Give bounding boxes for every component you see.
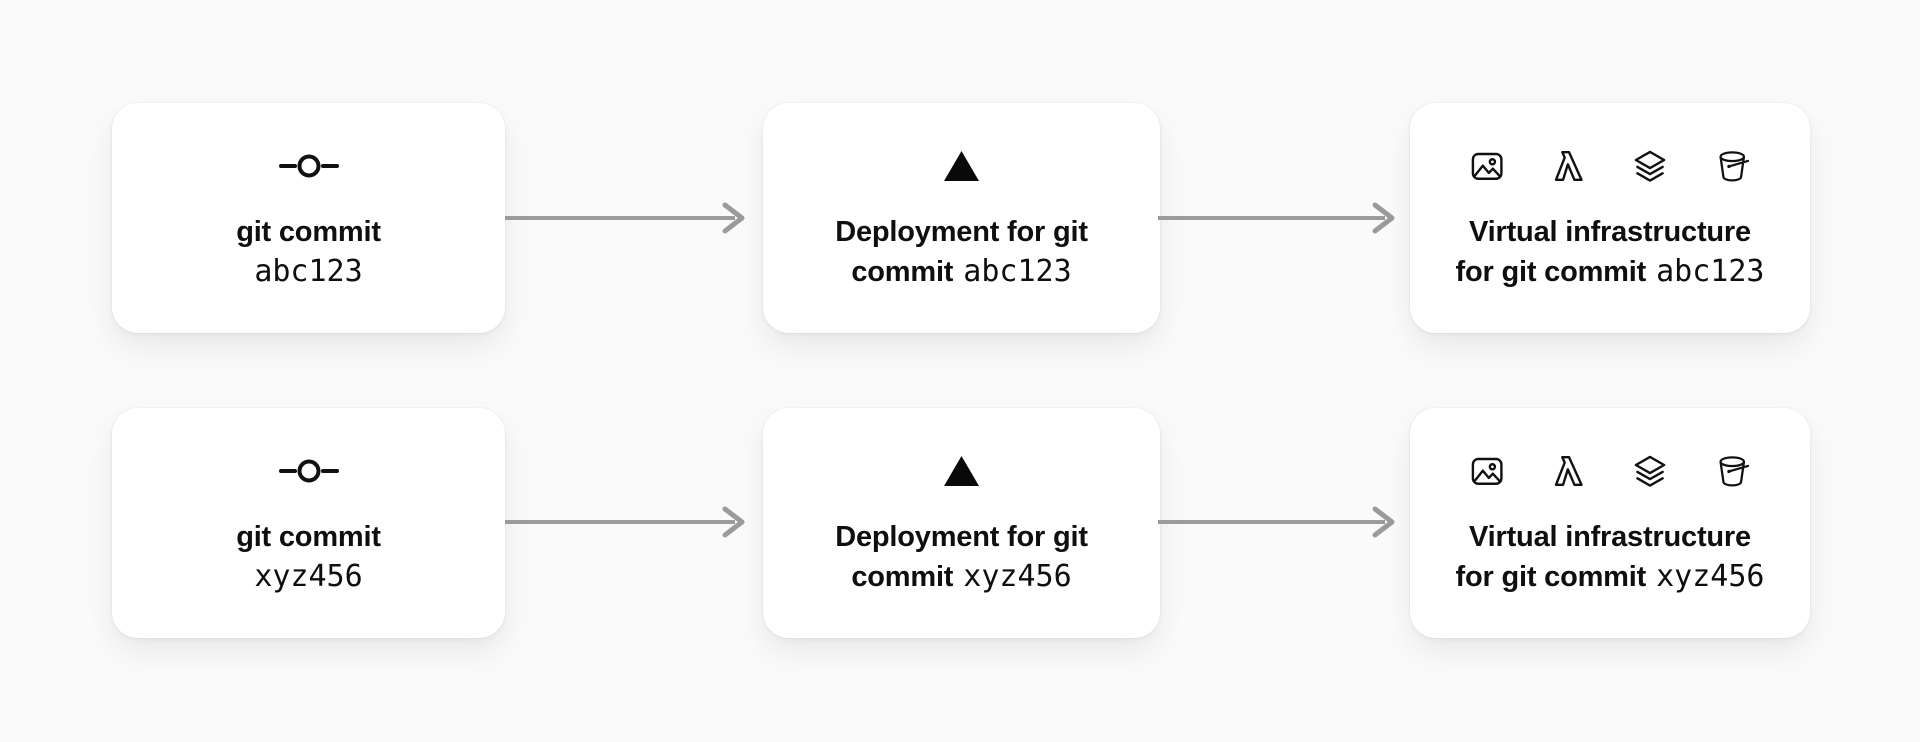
card-label: git commit abc123 [236, 212, 381, 292]
commit-hash: abc123 [1656, 254, 1765, 289]
bucket-icon [1719, 151, 1750, 182]
virtual-infrastructure-card: Virtual infrastructure for git commit abc… [1410, 103, 1810, 333]
git-commit-icon [278, 459, 339, 483]
lambda-icon [1554, 151, 1583, 181]
flow-arrow [1158, 506, 1395, 538]
git-commit-card: git commit xyz456 [112, 408, 505, 638]
card-icon-row [944, 449, 979, 493]
deployment-line2: commit [851, 256, 954, 288]
git-commit-card: git commit abc123 [112, 103, 505, 333]
bucket-icon [1719, 456, 1750, 487]
card-label: Deployment for git commit xyz456 [835, 517, 1088, 597]
image-icon [1471, 457, 1503, 485]
commit-hash: abc123 [963, 254, 1072, 289]
deployment-card: Deployment for git commit xyz456 [763, 408, 1160, 638]
commit-hash: abc123 [254, 254, 363, 289]
card-label: Deployment for git commit abc123 [835, 212, 1088, 292]
git-commit-icon [278, 154, 339, 178]
virtual-infrastructure-card: Virtual infrastructure for git commit xyz… [1410, 408, 1810, 638]
commit-hash: xyz456 [1656, 559, 1765, 594]
card-icon-row [1468, 449, 1752, 493]
layers-icon [1634, 455, 1666, 487]
card-icon-row [1468, 144, 1752, 188]
infra-line2: for git commit [1455, 561, 1647, 593]
commit-hash: xyz456 [963, 559, 1072, 594]
card-icon-row [278, 144, 340, 188]
flow-arrow [505, 506, 745, 538]
infra-line1: Virtual infrastructure [1469, 216, 1751, 248]
commit-hash: xyz456 [254, 559, 363, 594]
deployment-line2: commit [851, 561, 954, 593]
deployment-line1: Deployment for git [835, 521, 1088, 553]
infra-line2: for git commit [1455, 256, 1647, 288]
card-label: Virtual infrastructure for git commit abc… [1456, 212, 1765, 292]
card-icon-row [944, 144, 979, 188]
lambda-icon [1554, 456, 1583, 486]
card-icon-row [278, 449, 340, 493]
vercel-triangle-icon [944, 456, 979, 486]
commit-card-title: git commit [236, 216, 381, 248]
deployment-card: Deployment for git commit abc123 [763, 103, 1160, 333]
layers-icon [1634, 150, 1666, 182]
flow-arrow [1158, 202, 1395, 234]
card-label: Virtual infrastructure for git commit xyz… [1456, 517, 1765, 597]
infra-line1: Virtual infrastructure [1469, 521, 1751, 553]
vercel-triangle-icon [944, 151, 979, 181]
image-icon [1471, 152, 1503, 180]
card-label: git commit xyz456 [236, 517, 381, 597]
deployment-line1: Deployment for git [835, 216, 1088, 248]
commit-card-title: git commit [236, 521, 381, 553]
flow-arrow [505, 202, 745, 234]
